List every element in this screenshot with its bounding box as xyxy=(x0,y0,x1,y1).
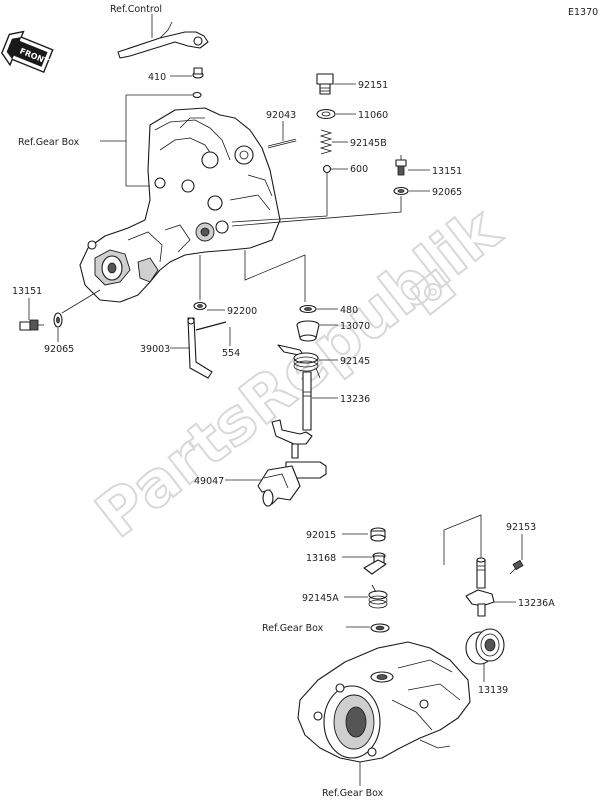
part-92200-nut xyxy=(193,301,207,311)
part-13139-sleeve xyxy=(465,628,505,665)
part-554-pin xyxy=(195,321,227,331)
part-480-washer xyxy=(299,304,317,314)
label-92065-left: 92065 xyxy=(44,344,74,355)
gear-box-housing-lower xyxy=(297,641,471,763)
part-92145A-spring xyxy=(368,584,388,609)
label-92145B: 92145B xyxy=(350,138,387,149)
front-arrow-icon: FRONT xyxy=(1,30,54,74)
part-13151-switch-left xyxy=(19,319,44,331)
part-92153-bolt xyxy=(509,559,524,575)
label-13168: 13168 xyxy=(306,553,336,564)
part-92065-washer-right xyxy=(393,186,409,196)
part-gear-box-washer xyxy=(370,623,390,633)
label-13151-left: 13151 xyxy=(12,286,42,297)
label-11060: 11060 xyxy=(358,110,388,121)
label-480: 480 xyxy=(340,305,358,316)
part-13168-lever xyxy=(363,552,387,575)
part-92151-plug xyxy=(316,73,334,95)
label-ref-gear-box-top: Ref.Gear Box xyxy=(18,137,80,148)
part-13236-shaft xyxy=(271,371,313,459)
part-92145-spring xyxy=(277,344,321,379)
label-ref-gear-box-mid: Ref.Gear Box xyxy=(262,623,324,634)
gear-box-housing-upper xyxy=(79,107,281,303)
label-92043: 92043 xyxy=(266,110,296,121)
part-49047-shift-fork xyxy=(257,461,327,507)
part-92145B-spring xyxy=(319,129,333,155)
label-13236: 13236 xyxy=(340,394,370,405)
label-ref-gear-box-bottom: Ref.Gear Box xyxy=(322,788,384,799)
part-39003-lever xyxy=(187,317,213,379)
label-600: 600 xyxy=(350,164,368,175)
part-410-nut xyxy=(192,67,204,79)
label-92145: 92145 xyxy=(340,356,370,367)
label-13151-right: 13151 xyxy=(432,166,462,177)
part-92043-pin xyxy=(267,138,297,149)
label-92015: 92015 xyxy=(306,530,336,541)
part-92015-nut xyxy=(370,527,386,542)
label-92200: 92200 xyxy=(227,306,257,317)
label-92145A: 92145A xyxy=(302,593,339,604)
label-554: 554 xyxy=(222,348,240,359)
label-39003: 39003 xyxy=(140,344,170,355)
label-13070: 13070 xyxy=(340,321,370,332)
label-13236A: 13236A xyxy=(518,598,555,609)
part-13236A-shaft xyxy=(465,557,495,617)
part-92065-washer-left xyxy=(53,312,63,328)
label-ref-control: Ref.Control xyxy=(110,4,162,15)
gear-watermark-icon xyxy=(409,268,457,316)
part-600-ball xyxy=(322,164,332,174)
part-13151-switch-right xyxy=(395,155,407,176)
part-13070-bushing xyxy=(296,320,320,342)
part-410-washer xyxy=(192,91,202,99)
label-92151: 92151 xyxy=(358,80,388,91)
label-92153: 92153 xyxy=(506,522,536,533)
label-92065-right: 92065 xyxy=(432,187,462,198)
label-49047: 49047 xyxy=(194,476,224,487)
control-linkage xyxy=(117,21,209,59)
label-410: 410 xyxy=(148,72,166,83)
label-13139: 13139 xyxy=(478,685,508,696)
part-11060-gasket xyxy=(316,108,336,120)
diagram-code: E1370 xyxy=(568,7,598,18)
